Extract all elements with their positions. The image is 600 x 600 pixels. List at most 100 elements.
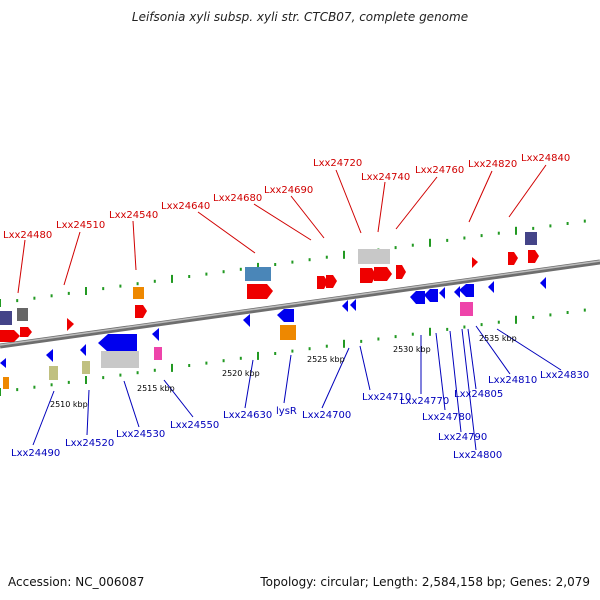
gene-lxx24520-tan[interactable]	[82, 361, 90, 374]
reverse-labels: Lxx24490 Lxx24520 Lxx24530 Lxx24550 Lxx2…	[11, 370, 589, 461]
label-lxx24760[interactable]: Lxx24760	[415, 165, 464, 176]
label-lxx24790[interactable]: Lxx24790	[438, 432, 487, 443]
gene-lxx24480[interactable]	[0, 311, 12, 325]
gene-lysR-orange[interactable]	[280, 325, 296, 340]
label-lxx24520[interactable]: Lxx24520	[65, 438, 114, 449]
label-lxx24805[interactable]: Lxx24805	[454, 389, 503, 400]
connector-lxx24790	[449, 330, 462, 433]
label-lxx24530[interactable]: Lxx24530	[116, 429, 165, 440]
gene-lxx24550-pink[interactable]	[154, 347, 162, 360]
gene-lxx24680[interactable]	[247, 284, 273, 299]
gene-lxx24530[interactable]	[98, 334, 137, 352]
connector-lxx24680	[253, 203, 312, 241]
gene-lxx24830[interactable]	[540, 277, 546, 289]
label-lxx24480[interactable]: Lxx24480	[3, 230, 52, 241]
connector-lysR	[283, 354, 292, 404]
genome-summary-text: Topology: circular; Length: 2,584,158 bp…	[260, 575, 590, 589]
label-lxx24540[interactable]: Lxx24540	[109, 210, 158, 221]
label-lxx24510[interactable]: Lxx24510	[56, 220, 105, 231]
connector-lxx24480	[17, 239, 26, 294]
connector-lxx24780	[435, 332, 446, 411]
gene-lxx24770[interactable]	[410, 291, 425, 304]
scale-labels: 2510 kbp 2515 kbp 2520 kbp 2525 kbp 2530…	[50, 334, 517, 409]
connector-lxx24700	[321, 347, 350, 409]
label-lxx24720[interactable]: Lxx24720	[313, 158, 362, 169]
gene-grey-small[interactable]	[17, 308, 28, 321]
label-lxx24740[interactable]: Lxx24740	[361, 172, 410, 183]
gene-lxx24690b[interactable]	[326, 275, 337, 288]
gene-lxx24540-orange[interactable]	[133, 287, 144, 299]
label-lxx24780[interactable]: Lxx24780	[422, 412, 471, 423]
gene-lxx24510[interactable]	[67, 318, 74, 331]
gene-lxx24640[interactable]	[245, 267, 271, 281]
gene-lxx24530-grey[interactable]	[101, 351, 139, 368]
gene-lxx24690[interactable]	[317, 276, 328, 289]
connector-lxx24820	[468, 170, 493, 223]
label-lxx24830[interactable]: Lxx24830	[540, 370, 589, 381]
gene-lysR[interactable]	[277, 309, 294, 322]
gene-lxx24720[interactable]	[358, 249, 390, 264]
gene-red-arrow-1[interactable]	[0, 330, 20, 342]
scale-label: 2510 kbp	[50, 400, 88, 409]
label-lxx24630[interactable]: Lxx24630	[223, 410, 272, 421]
map-title: Leifsonia xyli subsp. xyli str. CTCB07, …	[131, 10, 469, 24]
gene-lxx24540[interactable]	[135, 305, 147, 318]
label-lxx24640[interactable]: Lxx24640	[161, 201, 210, 212]
label-lxx24710[interactable]: Lxx24710	[362, 392, 411, 403]
gene-lxx24800[interactable]	[454, 286, 460, 298]
gene-lxx24490-tan[interactable]	[49, 366, 58, 380]
label-lxx24820[interactable]: Lxx24820	[468, 159, 517, 170]
gene-lxx24760[interactable]	[396, 265, 406, 279]
connector-lxx24805	[467, 328, 477, 390]
label-lysR[interactable]: lysR	[276, 406, 297, 417]
gene-lxx24710[interactable]	[350, 299, 356, 311]
label-lxx24490[interactable]: Lxx24490	[11, 448, 60, 459]
gene-red-arrow-2[interactable]	[20, 327, 32, 337]
gene-lxx24840b[interactable]	[528, 250, 539, 263]
connector-lxx24720	[335, 169, 362, 234]
label-lxx24550[interactable]: Lxx24550	[170, 420, 219, 431]
gene-lxx24840-purple[interactable]	[525, 232, 537, 245]
gene-lxx24790[interactable]	[439, 287, 445, 299]
label-lxx24770[interactable]: Lxx24770	[400, 396, 449, 407]
gene-lxx24805[interactable]	[459, 284, 474, 297]
gene-lxx24550[interactable]	[152, 328, 159, 341]
connector-lxx24840	[508, 164, 547, 218]
label-lxx24810[interactable]: Lxx24810	[488, 375, 537, 386]
gene-lxx24740[interactable]	[360, 268, 376, 283]
scale-label: 2515 kbp	[137, 384, 175, 393]
scale-label: 2520 kbp	[222, 369, 260, 378]
connector-lxx24830	[496, 328, 562, 371]
gene-blue-edge[interactable]	[0, 358, 6, 368]
connector-lxx24530	[123, 380, 140, 428]
gene-lxx24700[interactable]	[342, 300, 348, 312]
upper-tick-row	[0, 219, 586, 307]
reverse-connectors	[32, 325, 562, 451]
gene-lxx24840a[interactable]	[508, 252, 518, 265]
connector-lxx24690	[290, 195, 325, 239]
connector-lxx24550	[163, 379, 194, 418]
reverse-genes	[0, 277, 546, 389]
lower-tick-row	[0, 308, 586, 396]
label-lxx24700[interactable]: Lxx24700	[302, 410, 351, 421]
gene-lxx24630[interactable]	[243, 314, 250, 327]
connector-lxx24540	[132, 220, 137, 271]
label-lxx24800[interactable]: Lxx24800	[453, 450, 502, 461]
connector-lxx24760	[395, 176, 438, 230]
connector-lxx24640	[197, 211, 256, 254]
gene-lxx24490[interactable]	[46, 349, 53, 362]
label-lxx24680[interactable]: Lxx24680	[213, 193, 262, 204]
gene-lxx24740b[interactable]	[374, 267, 392, 281]
scale-label: 2530 kbp	[393, 345, 431, 354]
scale-label: 2525 kbp	[307, 355, 345, 364]
gene-lxx24810[interactable]	[488, 281, 494, 293]
label-lxx24690[interactable]: Lxx24690	[264, 185, 313, 196]
label-lxx24840[interactable]: Lxx24840	[521, 153, 570, 164]
gene-lxx24805-pink[interactable]	[460, 302, 473, 316]
gene-orange-edge[interactable]	[3, 377, 9, 389]
gene-lxx24780[interactable]	[424, 289, 438, 302]
gene-lxx24520[interactable]	[80, 344, 86, 356]
gene-lxx24820[interactable]	[472, 257, 478, 268]
